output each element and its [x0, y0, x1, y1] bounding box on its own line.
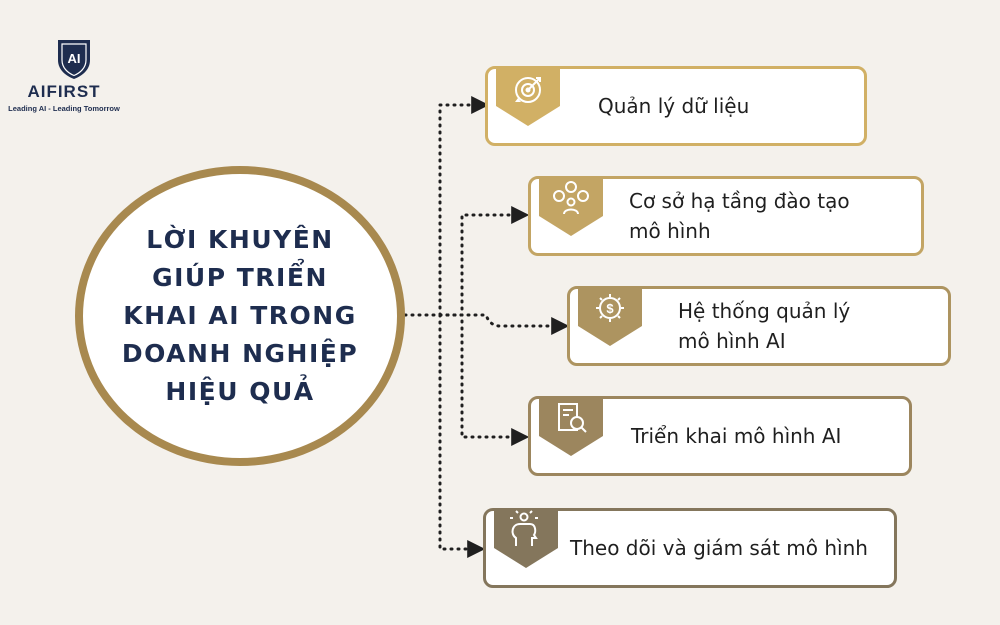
step-card-1: Quản lý dữ liệu: [485, 66, 867, 146]
center-title: LỜI KHUYÊN GIÚP TRIỂN KHAI AI TRONG DOAN…: [121, 225, 359, 406]
svg-text:$: $: [606, 301, 614, 316]
step-card-3: $ Hệ thống quản lý mô hình AI: [567, 286, 951, 366]
head-idea-icon: [510, 510, 538, 546]
network-user-icon: [553, 181, 589, 215]
connector-to-step-4: [438, 313, 530, 446]
step-badge-2: [539, 176, 603, 238]
connector-to-step-2: [438, 206, 530, 317]
aifirst-logo: AI AIFIRST Leading AI - Leading Tomorrow: [8, 36, 164, 113]
connector-to-step-5: [438, 313, 486, 558]
step-badge-5: [494, 508, 558, 570]
gear-dollar-icon: $: [596, 294, 624, 322]
shield-logo-icon: AI: [58, 40, 90, 79]
target-icon: [515, 77, 541, 103]
step-label-5: Theo dõi và giám sát mô hình: [570, 536, 868, 560]
step-card-2: Cơ sở hạ tầng đào tạo mô hình: [528, 176, 924, 256]
step-label-3: Hệ thống quản lý mô hình AI: [678, 299, 851, 353]
step-card-5: Theo dõi và giám sát mô hình: [483, 508, 897, 588]
brand-slogan: Leading AI - Leading Tomorrow: [8, 104, 120, 113]
step-label-2: Cơ sở hạ tầng đào tạo mô hình: [629, 189, 850, 243]
step-badge-1: [496, 66, 560, 128]
document-search-icon: [558, 403, 587, 433]
step-badge-4: [539, 396, 603, 458]
step-card-4: Triển khai mô hình AI: [528, 396, 912, 476]
logo-mark: AI: [68, 51, 81, 66]
brand-name: AIFIRST: [27, 82, 101, 101]
step-label-1: Quản lý dữ liệu: [598, 94, 750, 118]
connector-to-step-1: [438, 96, 490, 317]
step-badge-3: $: [578, 286, 642, 348]
center-circle: LỜI KHUYÊN GIÚP TRIỂN KHAI AI TRONG DOAN…: [75, 166, 405, 466]
step-label-4: Triển khai mô hình AI: [631, 424, 842, 448]
connector-to-step-3: [438, 313, 570, 335]
